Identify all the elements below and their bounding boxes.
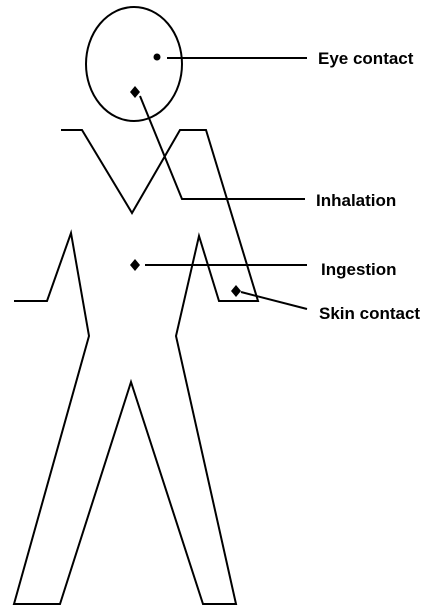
leader-lines bbox=[140, 58, 307, 309]
ingestion-point bbox=[130, 259, 140, 271]
eye-contact-label: Eye contact bbox=[318, 49, 414, 68]
route-labels: Eye contact Inhalation Ingestion Skin co… bbox=[316, 49, 420, 323]
ingestion-label: Ingestion bbox=[321, 260, 397, 279]
body-outline bbox=[14, 130, 258, 604]
eye-point bbox=[154, 54, 161, 61]
skin-contact-label: Skin contact bbox=[319, 304, 420, 323]
inhalation-point bbox=[130, 86, 140, 98]
exposure-points bbox=[130, 54, 241, 298]
skin-point bbox=[231, 285, 241, 297]
inhalation-label: Inhalation bbox=[316, 191, 396, 210]
head bbox=[86, 7, 182, 121]
